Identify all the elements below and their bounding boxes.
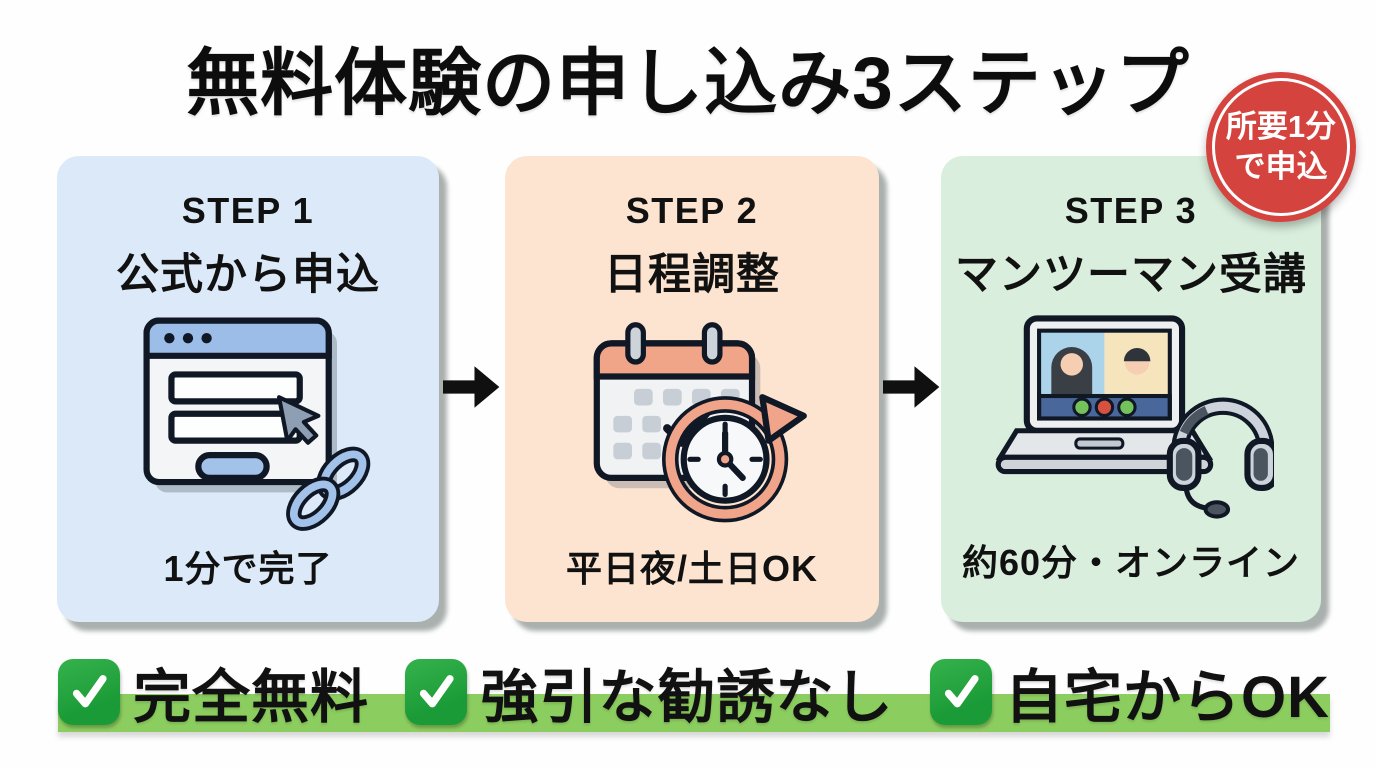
badge-text: 所要1分 で申込 xyxy=(1226,107,1336,186)
right-arrow-icon xyxy=(443,366,500,408)
benefit-label: 強引な勧誘なし xyxy=(480,665,894,730)
calendar-clock-icon xyxy=(593,322,807,523)
video-call-headset-icon xyxy=(995,314,1274,519)
browser-form-link-icon xyxy=(143,317,371,531)
footer-benefits: 完全無料 強引な勧誘なし 自宅からOK xyxy=(58,646,1330,738)
page-title: 無料体験の申し込み3ステップ xyxy=(186,43,1190,124)
step-caption: 平日夜/土日OK xyxy=(565,548,818,589)
step-label: STEP 2 xyxy=(625,190,759,231)
step-title: 日程調整 xyxy=(604,251,780,299)
footer-highlight-band xyxy=(58,694,1330,732)
badge-ring xyxy=(1212,78,1350,216)
headset-icon xyxy=(1166,397,1274,519)
step3-icon-wrap xyxy=(941,302,1321,534)
checkmark-icon xyxy=(58,659,120,725)
step-card-2: STEP 2 日程調整 xyxy=(505,156,879,622)
benefit-label: 自宅からOK xyxy=(1004,665,1330,730)
step1-icon-wrap xyxy=(57,302,439,540)
step-caption: 1分で完了 xyxy=(163,548,333,589)
step2-icon-wrap xyxy=(505,302,879,540)
clock-refresh-icon xyxy=(661,394,807,523)
badge-line2: で申込 xyxy=(1234,149,1328,184)
badge-line1: 所要1分 xyxy=(1225,109,1337,145)
step-card-3: STEP 3 マンツーマン受講 xyxy=(941,156,1321,622)
duration-badge: 所要1分 で申込 xyxy=(1206,72,1356,222)
benefit-item-free: 完全無料 xyxy=(58,650,369,734)
step-label: STEP 3 xyxy=(1064,190,1198,231)
step-card-1: STEP 1 公式から申込 1分 xyxy=(57,156,439,622)
benefit-item-no-pressure: 強引な勧誘なし xyxy=(405,650,893,734)
step-title: マンツーマン受講 xyxy=(955,251,1307,299)
chain-link-icon xyxy=(286,446,371,531)
step-caption: 約60分・オンライン xyxy=(961,542,1301,583)
checkmark-icon xyxy=(405,659,468,725)
benefit-item-from-home: 自宅からOK xyxy=(929,650,1330,734)
benefit-label: 完全無料 xyxy=(133,665,370,730)
step-label: STEP 1 xyxy=(181,190,315,231)
step-title: 公式から申込 xyxy=(116,251,380,299)
checkmark-icon xyxy=(929,659,992,725)
right-arrow-icon xyxy=(883,366,940,408)
